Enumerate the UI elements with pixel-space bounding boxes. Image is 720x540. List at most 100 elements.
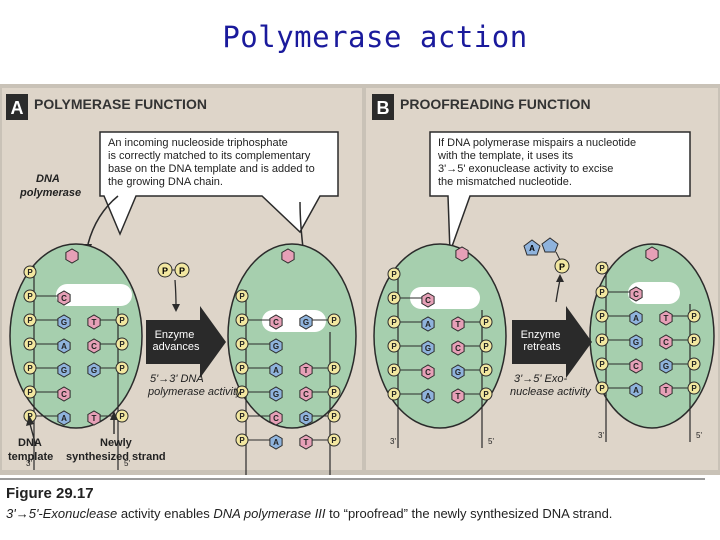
strand-b-left-new-base: C [455,344,461,353]
strand-a-left-new-base-icon [87,314,101,330]
phosphate-label: P [331,364,337,373]
strand-b-right-new-base: G [663,362,669,371]
svg-text:If DNA polymerase mispairs a n: If DNA polymerase mispairs a nucleotide … [437,137,639,188]
panel-a-callout-line-4: the growing DNA chain. [108,176,223,188]
phosphate-icon [327,409,341,423]
phosphate-icon [23,265,37,279]
strand-a-right-template-base-icon [269,410,283,426]
svg-text:Enzyme advances: Enzyme advances [152,329,200,353]
phosphate-label: P [239,340,245,349]
strand-a-left-template-base-icon [57,314,71,330]
panel-b-callout-line-4: the mismatched nucleotide. [438,176,572,188]
strand-a-right-new-base: C [303,390,309,399]
caption-part-3: DNA polymerase III [213,506,326,521]
strand-b-left-new-base-icon [451,316,465,332]
panel-b-callout-line-2: with the template, it uses its [437,150,574,162]
strand-b-left-template-base-icon [421,316,435,332]
caption-part-1: 3'→5'-Exonuclease [6,506,118,521]
panel-b-title: PROOFREADING FUNCTION [400,96,591,112]
phosphate-icon [235,289,249,303]
strand-b-right-template-base: G [633,338,639,347]
strand-a-right-template-base: A [273,366,279,375]
phosphate-icon [327,433,341,447]
strand-a-right-template-base: A [273,438,279,447]
enzyme-retreats-line-2: retreats [523,341,561,353]
strand-a-left-template-base-icon [57,386,71,402]
phosphate-label: P [27,316,33,325]
svg-text:Newly synthesized strand: Newly synthesized strand [66,437,166,463]
strand-a-left-template-base: A [61,414,67,423]
strand-b-right-new-base-icon [659,382,673,398]
strand-b-left-template-base-icon [421,292,435,308]
strand-b-right-template-base: A [633,386,639,395]
enzyme-b-right [589,243,715,429]
panel-b-badge [372,94,394,120]
template-label-line-2: template [8,451,53,463]
strand-a-right-template-base: G [273,342,279,351]
phosphate-icon [687,309,701,323]
strand-b-left-new-base: T [456,392,461,401]
phosphate-icon [387,267,401,281]
strand-b-right-template-base-icon [629,358,643,374]
strand-a-left-template-base-icon [57,410,71,426]
strand-a-right-template-base-icon [269,338,283,354]
strand-b-right-new-base-icon [659,310,673,326]
strand-a-right-new-base-icon [299,362,313,378]
phosphate-label: P [599,288,605,297]
panel-b-callout-line-1: If DNA polymerase mispairs a nucleotide [438,137,636,149]
phosphate-icon [327,385,341,399]
svg-text:P: P [162,266,168,276]
enzyme-advances-line-2: advances [152,341,200,353]
strand-b-left-template-base: A [425,320,431,329]
panel-a-badge-text: A [11,98,24,118]
phosphate-icon [479,315,493,329]
strand-a-right-template-base: C [273,414,279,423]
strand-b-right-template-base: C [633,362,639,371]
phosphate-label: P [119,340,125,349]
strand-a-left-template-base-icon [57,290,71,306]
strand-b-right-five-prime: 5' [696,431,702,440]
strand-a-left-template-base: C [61,390,67,399]
phosphate-icon [479,339,493,353]
strand-a-right-template-base-icon [269,434,283,450]
strand-b-right-template-base-icon [629,286,643,302]
svg-text:An incoming nucleoside triphos: An incoming nucleoside triphosphate is c… [108,137,318,188]
panel-b-callout-line-3: 3'→5' exonuclease activity to excise [438,163,613,175]
phosphate-icon [327,361,341,375]
new-strand-label-line-1: Newly [100,437,133,449]
top-base-icon [455,246,469,262]
strand-a-right-new-base: G [303,318,309,327]
figure-number: Figure 29.17 [6,485,94,502]
new-strand-label-line-2: synthesized strand [66,451,166,463]
phosphate-label: P [119,316,125,325]
strand-b-right-template-base: A [633,314,639,323]
strand-b-left-new-base: T [456,320,461,329]
caption-part-4: to “proofread” the newly synthesized DNA… [325,506,613,521]
strand-b-left-five-prime: 5' [488,437,494,446]
phosphate-label: P [691,384,697,393]
strand-a-right-template-base-icon [269,386,283,402]
excised-nucleotide: A P [523,237,570,303]
strand-b-left-template-base: C [425,296,431,305]
phosphate-icon [327,313,341,327]
strand-a-left-new-base-icon [87,410,101,426]
phosphate-label: P [331,412,337,421]
template-label-line-1: DNA [18,437,42,449]
phosphate-label: P [119,364,125,373]
phosphate-label: P [239,412,245,421]
strand-a-left-template-base-icon [57,362,71,378]
svg-text:Enzyme retreats: Enzyme retreats [521,329,564,353]
strand-b-right-template-base: C [633,290,639,299]
strand-a-right-template-base: G [273,390,279,399]
phosphate-label: P [691,312,697,321]
phosphate-label: P [27,340,33,349]
strand-b-left-template-base-icon [421,340,435,356]
phosphate-icon [115,361,129,375]
strand-a-right-new-base-icon [299,410,313,426]
phosphate-label: P [483,390,489,399]
phosphate-label: P [391,294,397,303]
panel-a-callout-line-1: An incoming nucleoside triphosphate [108,137,288,149]
panel-a-callout-line-2: is correctly matched to its complementar… [108,150,311,162]
strand-b-left-template-base: C [425,368,431,377]
phosphate-label: P [27,388,33,397]
